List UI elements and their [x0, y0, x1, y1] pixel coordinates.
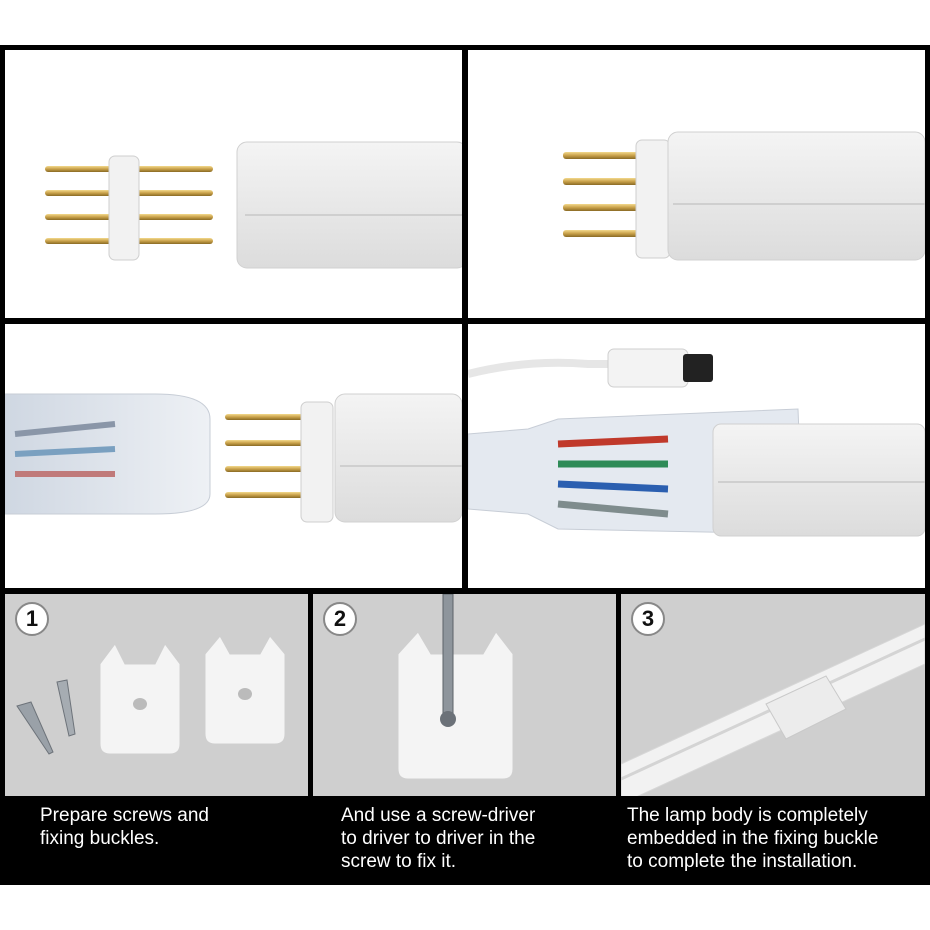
panel-plug-separate — [5, 324, 462, 588]
step-number-badge: 3 — [631, 602, 665, 636]
caption-line: to driver to driver in the — [341, 828, 536, 849]
pin-connector — [225, 401, 334, 523]
caption-line: And use a screw-driver — [341, 805, 536, 826]
caption-line: screw to fix it. — [341, 851, 457, 872]
step-number-badge: 2 — [323, 602, 357, 636]
step-number-badge: 1 — [15, 602, 49, 636]
step-3-caption: The lamp body is completely embedded in … — [627, 804, 878, 873]
neon-strip — [334, 393, 462, 523]
step-1-caption: Prepare screws and fixing buckles. — [40, 804, 209, 850]
fixing-buckle-icon — [397, 631, 514, 780]
screw-icon — [16, 679, 76, 755]
panel-step-1: 1 — [5, 594, 308, 796]
pin-connector — [563, 139, 671, 259]
neon-strip — [712, 423, 925, 537]
screwdriver-illustration — [397, 594, 514, 780]
plug-separate-illustration — [5, 393, 462, 523]
fixing-buckle-icon — [765, 675, 847, 740]
step-2-caption: And use a screw-driver to driver to driv… — [341, 804, 535, 873]
pin-connector — [45, 155, 213, 261]
caption-line: embedded in the fixing buckle — [627, 828, 879, 849]
panel-step-2: 2 — [313, 594, 616, 796]
fixing-buckle-icon — [204, 635, 286, 745]
installed-strip-illustration — [621, 623, 925, 796]
power-cable — [468, 348, 713, 388]
panel-plug-connected — [468, 324, 925, 588]
panel-step-3: 3 — [621, 594, 925, 796]
neon-strip — [667, 131, 925, 261]
caption-line: Prepare screws and — [40, 805, 209, 826]
image-frame: 1 2 — [0, 45, 930, 885]
panel-connector-separate — [5, 50, 462, 318]
plug-connected-illustration — [468, 348, 925, 537]
screwdriver-icon — [440, 594, 456, 727]
neon-strip — [236, 141, 462, 269]
fixing-buckle-icon — [99, 643, 181, 755]
connector-separate-illustration — [45, 141, 462, 269]
power-plug — [5, 393, 211, 515]
caption-line: to complete the installation. — [627, 851, 858, 872]
screws-and-buckles-illustration — [16, 635, 286, 755]
caption-line: The lamp body is completely — [627, 805, 868, 826]
connector-inserted-illustration — [563, 131, 925, 261]
caption-line: fixing buckles. — [40, 828, 160, 849]
panel-connector-inserted — [468, 50, 925, 318]
